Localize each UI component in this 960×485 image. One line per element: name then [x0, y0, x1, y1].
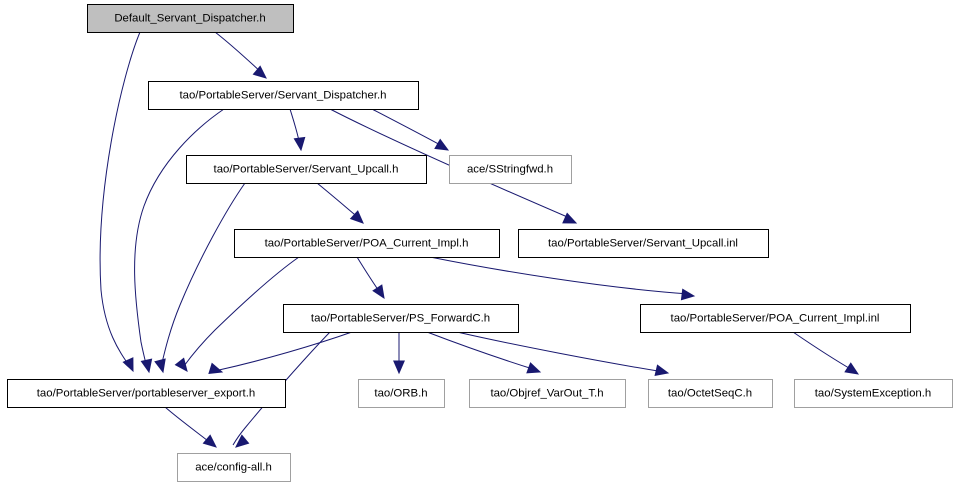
node-box — [640, 304, 911, 333]
arrowhead — [434, 138, 450, 151]
node-label: tao/PortableServer/Servant_Dispatcher.h — [179, 90, 386, 102]
edge-svcupcall-to-psexport — [160, 182, 246, 368]
node-sstringfwd[interactable]: ace/SStringfwd.h — [449, 155, 572, 184]
arrowhead — [208, 362, 224, 375]
node-box — [518, 229, 769, 258]
node-label: tao/Objref_VarOut_T.h — [490, 388, 603, 400]
node-label: tao/SystemException.h — [815, 388, 932, 400]
node-box — [449, 155, 572, 184]
edge-psexport-to-configall — [164, 406, 213, 445]
node-svcupcall[interactable]: tao/PortableServer/Servant_Upcall.h — [186, 155, 427, 184]
node-box — [358, 379, 445, 408]
edge-poacurimplh-to-psexport — [183, 256, 300, 367]
edge-svcupcall-to-poacurimplh — [316, 182, 361, 220]
node-objref[interactable]: tao/Objref_VarOut_T.h — [469, 379, 626, 408]
node-poacurimplinl[interactable]: tao/PortableServer/POA_Current_Impl.inl — [640, 304, 911, 333]
arrowhead — [844, 362, 860, 375]
edge-svcdisp-to-svcupcallinl — [329, 108, 573, 220]
node-label: tao/PortableServer/Servant_Upcall.inl — [548, 238, 738, 250]
arrowhead — [393, 360, 405, 375]
node-configall[interactable]: ace/config-all.h — [177, 453, 291, 482]
edge-layer — [99, 31, 855, 446]
arrowhead — [562, 212, 578, 224]
node-label: tao/OctetSeqC.h — [668, 388, 752, 400]
node-sysexception[interactable]: tao/SystemException.h — [794, 379, 953, 408]
node-label: tao/ORB.h — [374, 388, 427, 400]
edge-svcdisp-to-psexport — [134, 108, 225, 369]
arrowhead — [372, 284, 385, 300]
node-box — [186, 155, 427, 184]
node-label: tao/PortableServer/POA_Current_Impl.h — [265, 238, 469, 250]
node-box — [794, 379, 953, 408]
node-label: tao/PortableServer/POA_Current_Impl.inl — [671, 313, 880, 325]
edge-root-to-psexport — [99, 31, 141, 368]
node-box — [283, 304, 519, 333]
arrowhead — [349, 210, 364, 224]
node-octetseq[interactable]: tao/OctetSeqC.h — [648, 379, 773, 408]
node-label: ace/SStringfwd.h — [467, 164, 553, 176]
edge-svcdisp-to-sstringfwd — [371, 108, 445, 148]
arrowhead — [202, 434, 217, 448]
node-box — [7, 379, 286, 408]
node-svcdisp[interactable]: tao/PortableServer/Servant_Dispatcher.h — [148, 81, 419, 110]
node-box — [469, 379, 626, 408]
node-label: tao/PortableServer/portableserver_export… — [37, 388, 255, 400]
edge-root-to-svcdisp — [214, 31, 264, 75]
arrowhead-layer — [122, 65, 860, 448]
arrowhead — [252, 65, 267, 79]
arrowhead — [174, 357, 188, 372]
arrowhead — [526, 362, 542, 374]
node-box — [87, 4, 294, 33]
node-box — [148, 81, 419, 110]
edge-poacurimplinl-to-sysexception — [792, 331, 855, 372]
node-box — [177, 453, 291, 482]
node-root[interactable]: Default_Servant_Dispatcher.h — [87, 4, 294, 33]
node-label: Default_Servant_Dispatcher.h — [114, 13, 265, 25]
node-label: tao/PortableServer/Servant_Upcall.h — [214, 164, 399, 176]
node-psforwardc[interactable]: tao/PortableServer/PS_ForwardC.h — [283, 304, 519, 333]
arrowhead — [680, 288, 696, 301]
edge-psforwardc-to-objref — [426, 331, 537, 371]
arrowhead — [654, 364, 670, 376]
edge-psforwardc-to-configall — [232, 331, 331, 446]
node-box — [234, 229, 500, 258]
node-psexport[interactable]: tao/PortableServer/portableserver_export… — [7, 379, 286, 408]
node-orb[interactable]: tao/ORB.h — [358, 379, 445, 408]
node-label: tao/PortableServer/PS_ForwardC.h — [311, 313, 490, 325]
arrowhead — [235, 434, 250, 448]
edge-psforwardc-to-psexport — [218, 331, 353, 371]
arrowhead — [140, 358, 153, 374]
node-poacurimplh[interactable]: tao/PortableServer/POA_Current_Impl.h — [234, 229, 500, 258]
arrowhead — [293, 136, 306, 152]
edge-poacurimplh-to-poacurimplinl — [429, 256, 690, 295]
edge-psforwardc-to-octetseq — [456, 331, 665, 373]
node-svcupcallinl[interactable]: tao/PortableServer/Servant_Upcall.inl — [518, 229, 769, 258]
node-box — [648, 379, 773, 408]
arrowhead — [122, 357, 134, 373]
node-label: ace/config-all.h — [195, 462, 272, 474]
node-layer: Default_Servant_Dispatcher.h tao/Portable… — [7, 4, 953, 482]
arrowhead — [154, 358, 166, 374]
